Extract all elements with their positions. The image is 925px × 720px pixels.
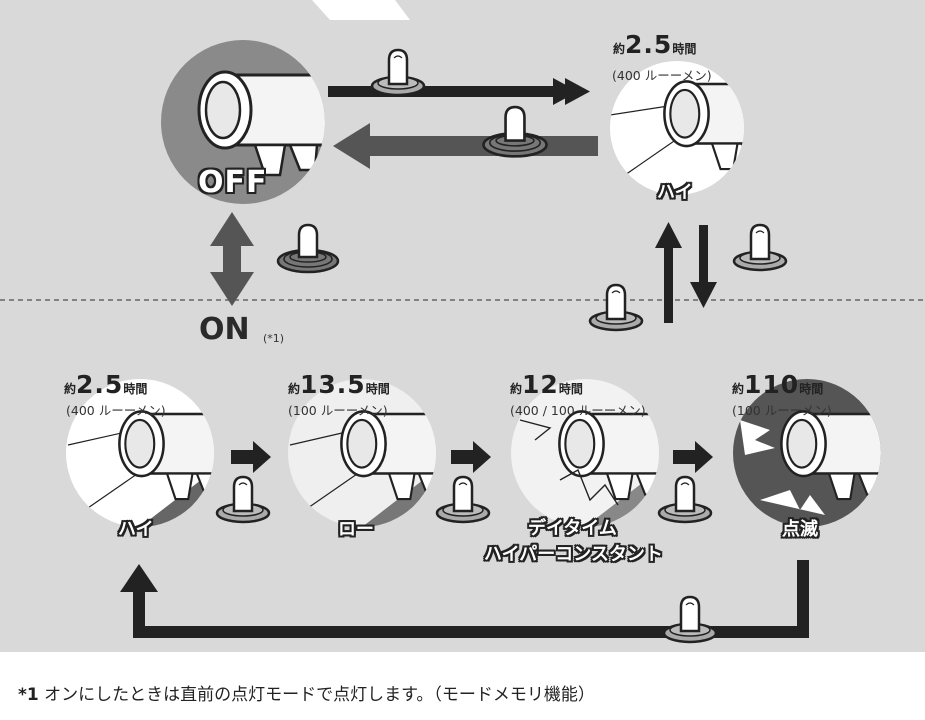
runtime-unit: 時間 [672, 42, 697, 56]
high-up-arrow [655, 222, 682, 323]
runtime-unit: 時間 [799, 382, 824, 396]
on-label: ON [199, 312, 250, 347]
finger-press-icon [215, 475, 271, 524]
runtime-unit: 時間 [123, 382, 148, 396]
mode-arrow-1 [231, 441, 271, 473]
diagram-background [0, 0, 925, 652]
long-press-icon [276, 223, 340, 274]
runtime-prefix: 約 [288, 382, 301, 396]
top-high-label: ハイ [657, 182, 693, 203]
runtime-prefix: 約 [613, 42, 626, 56]
top-notch [312, 0, 410, 20]
runtime-prefix: 約 [64, 382, 77, 396]
mode-high-runtime: 約2.5時間 [64, 370, 147, 399]
mode-arrow-3 [673, 441, 713, 473]
mode-daytime-label-1: デイタイム [528, 518, 617, 539]
off-flashlight-icon [161, 40, 325, 204]
mode-diagram [0, 40, 925, 644]
mode-low-runtime: 約13.5時間 [288, 370, 390, 399]
footnote-marker: *1 [18, 685, 39, 705]
long-press-icon [482, 105, 548, 158]
runtime-value: 2.5 [76, 370, 124, 399]
finger-press-icon [732, 223, 788, 272]
mode-flash-label: 点滅 [782, 519, 818, 540]
mode-low-label: ロー [338, 519, 374, 540]
runtime-value: 13.5 [300, 370, 366, 399]
mode-flash-lumens: (100 ルーーメン) [732, 403, 832, 418]
finger-press-icon [435, 475, 491, 524]
return-loop-arrow [120, 560, 809, 638]
runtime-value: 110 [744, 370, 800, 399]
mode-daytime-lumens: (400 / 100 ルーーメン) [510, 403, 646, 418]
footnote-text: オンにしたときは直前の点灯モードで点灯します。（モードメモリ機能） [38, 685, 595, 705]
footnote: *1 オンにしたときは直前の点灯モードで点灯します。（モードメモリ機能） [18, 680, 595, 705]
runtime-prefix: 約 [510, 382, 523, 396]
mode-flash-flashlight-icon [733, 379, 881, 527]
mode-high-lumens: (400 ルーーメン) [66, 403, 166, 418]
runtime-unit: 時間 [558, 382, 583, 396]
off-label: OFF [198, 165, 268, 200]
mode-flash-runtime: 約110時間 [732, 370, 823, 399]
mode-arrow-2 [451, 441, 491, 473]
finger-press-icon [657, 475, 713, 524]
off-to-high-arrow [328, 78, 590, 105]
on-footnote-marker: (*1) [263, 332, 285, 345]
high-to-off-arrow [333, 123, 598, 169]
high-down-arrow [690, 225, 717, 308]
finger-press-icon [588, 283, 644, 332]
finger-press-icon [662, 595, 718, 644]
mode-daytime-label-2: ハイパーコンスタント [484, 544, 663, 565]
off-on-double-arrow [210, 212, 254, 306]
top-high-lumens: (400 ルーーメン) [612, 68, 712, 83]
top-high-flashlight-icon [610, 61, 744, 195]
runtime-prefix: 約 [732, 382, 745, 396]
runtime-value: 2.5 [625, 30, 673, 59]
mode-daytime-runtime: 約12時間 [510, 370, 583, 399]
top-high-runtime: 約2.5時間 [613, 30, 696, 59]
mode-high-label: ハイ [118, 519, 154, 540]
mode-low-lumens: (100 ルーーメン) [288, 403, 388, 418]
finger-press-icon [370, 48, 426, 97]
runtime-value: 12 [522, 370, 559, 399]
runtime-unit: 時間 [365, 382, 390, 396]
